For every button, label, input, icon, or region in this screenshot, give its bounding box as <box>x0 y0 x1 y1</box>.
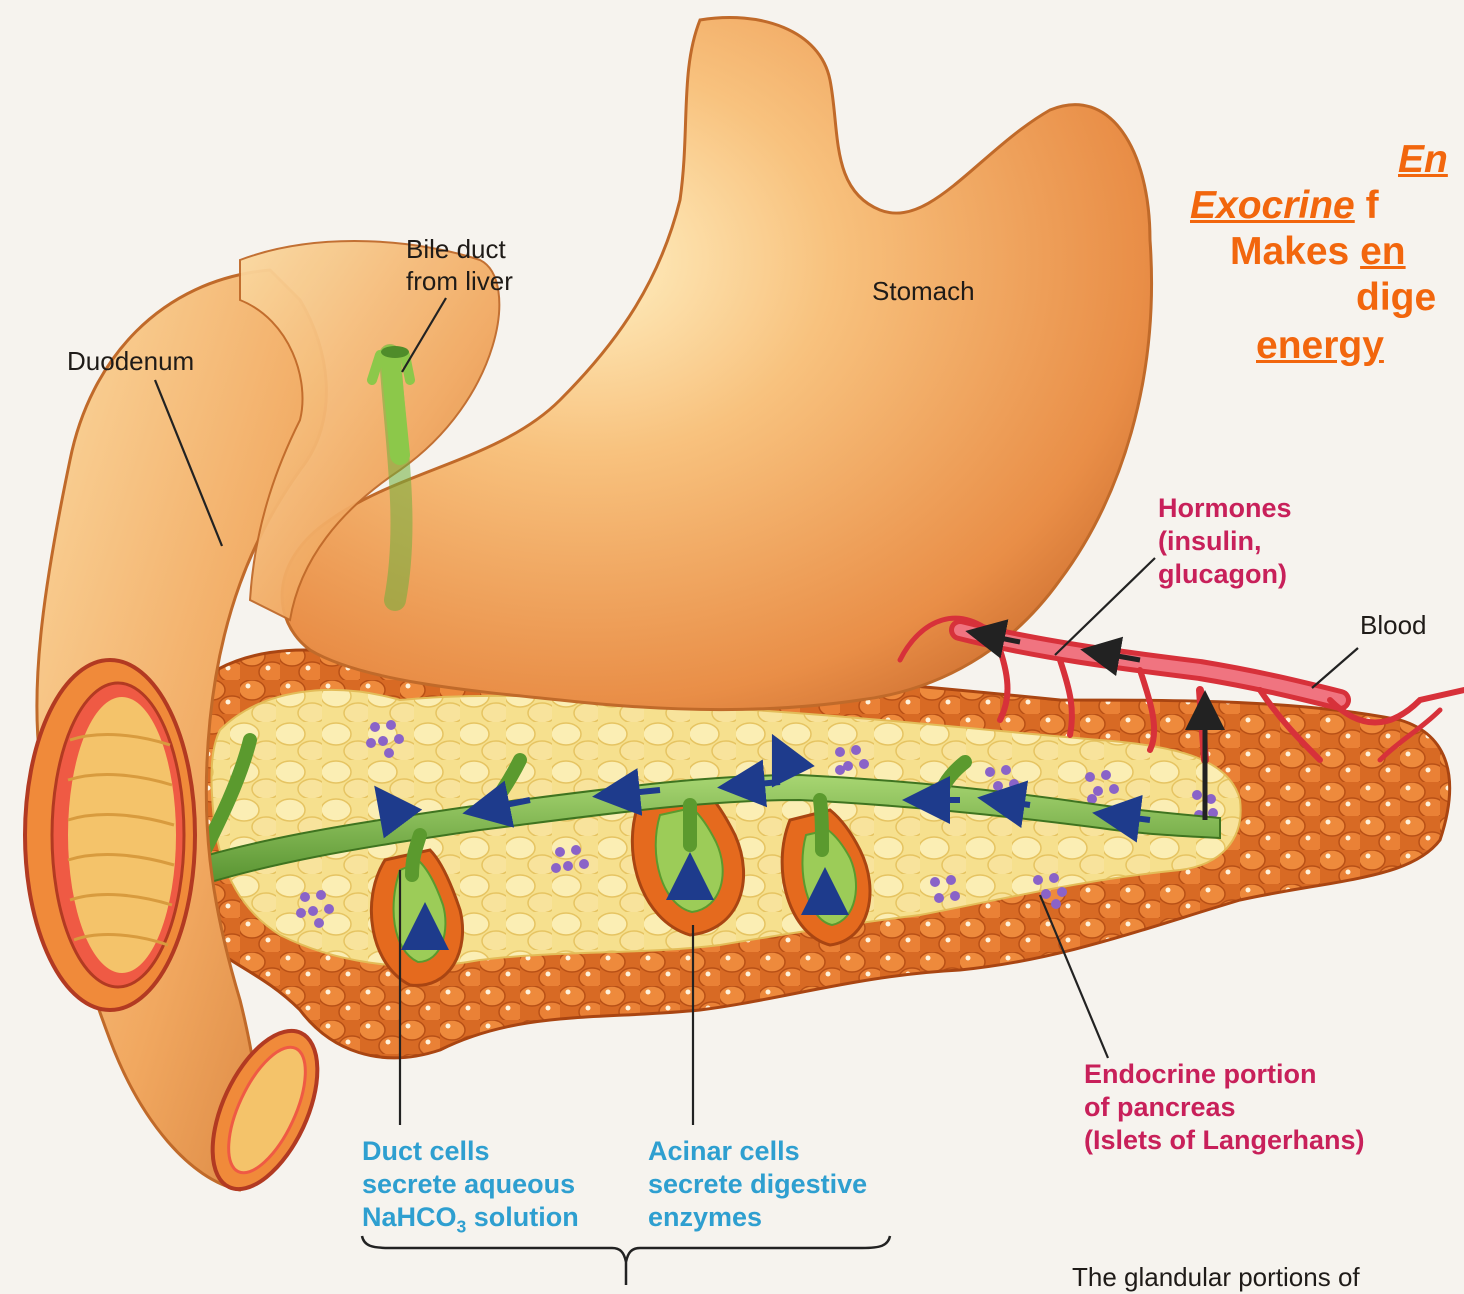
heading-exocrine: Exocrine <box>1190 184 1355 227</box>
heading-line2: Exocrine f <box>1190 182 1379 230</box>
label-bile-duct-line2: from liver <box>406 266 513 298</box>
heading-line5-text: energy <box>1256 324 1384 367</box>
label-bile-duct-line1: Bile duct <box>406 234 513 266</box>
label-endocrine-line2: of pancreas <box>1084 1091 1365 1124</box>
formula-post: solution <box>466 1202 578 1232</box>
heading-line5: energy <box>1256 322 1384 370</box>
formula-sub: 3 <box>457 1216 467 1236</box>
formula-pre: NaHCO <box>362 1202 457 1232</box>
label-acinar-line1: Acinar cells <box>648 1135 867 1168</box>
label-hormones-line2: (insulin, <box>1158 525 1292 558</box>
label-duct-cells: Duct cells secrete aqueous NaHCO3 soluti… <box>362 1135 579 1238</box>
label-bottom-caption: The glandular portions of <box>1072 1262 1360 1294</box>
label-duct-cells-line1: Duct cells <box>362 1135 579 1168</box>
label-endocrine-line3: (Islets of Langerhans) <box>1084 1124 1365 1157</box>
heading-line4-text: dige <box>1356 276 1436 319</box>
heading-line3: Makes en <box>1230 228 1406 276</box>
label-endocrine-line1: Endocrine portion <box>1084 1058 1365 1091</box>
heading-line1: En <box>1398 136 1448 184</box>
label-duodenum: Duodenum <box>67 346 194 378</box>
label-blood: Blood <box>1360 610 1427 642</box>
label-acinar-line2: secrete digestive <box>648 1168 867 1201</box>
label-duct-cells-line2: secrete aqueous <box>362 1168 579 1201</box>
label-acinar-line3: enzymes <box>648 1201 867 1234</box>
heading-line3-underlined: en <box>1360 230 1406 273</box>
heading-line4: dige <box>1356 274 1436 322</box>
label-hormones-line3: glucagon) <box>1158 558 1292 591</box>
heading-line1-text: En <box>1398 138 1448 181</box>
label-bile-duct: Bile duct from liver <box>406 234 513 297</box>
label-duct-cells-line3: NaHCO3 solution <box>362 1201 579 1238</box>
label-endocrine-portion: Endocrine portion of pancreas (Islets of… <box>1084 1058 1365 1157</box>
label-hormones: Hormones (insulin, glucagon) <box>1158 492 1292 591</box>
duodenum-cross-section <box>25 660 195 1010</box>
label-stomach: Stomach <box>872 276 975 308</box>
label-acinar-cells: Acinar cells secrete digestive enzymes <box>648 1135 867 1234</box>
cell-labels-bracket <box>362 1236 890 1285</box>
heading-makes: Makes <box>1230 230 1360 273</box>
heading-line2-rest: f <box>1355 184 1379 227</box>
label-hormones-line1: Hormones <box>1158 492 1292 525</box>
